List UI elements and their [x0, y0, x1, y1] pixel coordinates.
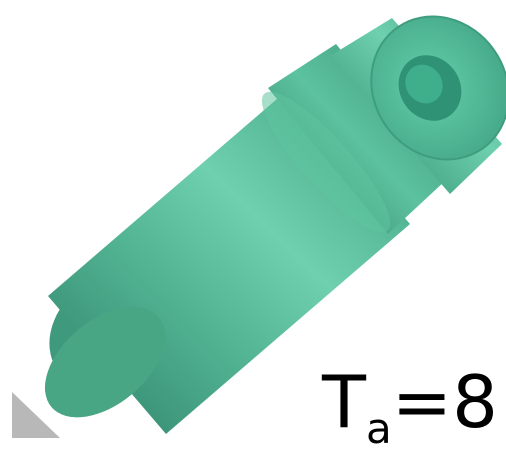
- triangle-marker-icon: [12, 392, 60, 438]
- label-subscript: a: [365, 404, 392, 453]
- collar-ring: [261, 44, 446, 234]
- part-render: [12, 15, 506, 438]
- head-cylinder: [330, 15, 506, 194]
- label-main: T: [322, 360, 366, 444]
- label-value: =8: [391, 360, 498, 444]
- temperature-label: Ta=8: [322, 360, 498, 453]
